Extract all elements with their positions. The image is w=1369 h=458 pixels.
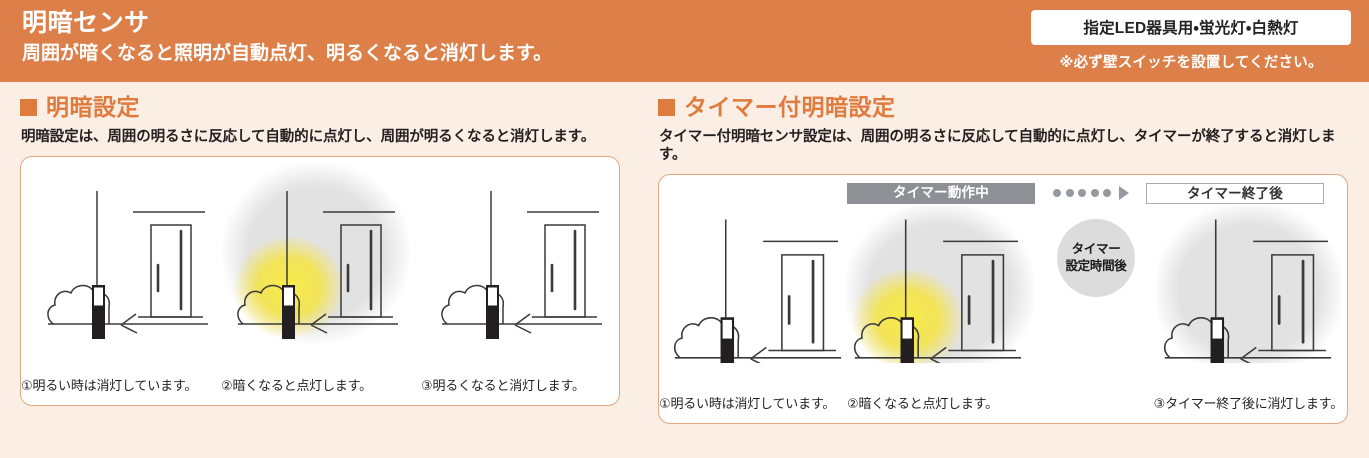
illustration-panel-left: ①明るい時は消灯しています。 (20, 156, 620, 407)
compatibility-badge: 指定LED器具用・蛍光灯・白熱灯 (1031, 10, 1351, 45)
illustration-house-lamp-night-off (1157, 205, 1341, 364)
illustration-panel-right: タイマー動作中 タイマー終了後 タイマー 設定時間後 (658, 174, 1348, 425)
section-title-right: タイマー付明暗設定 (684, 94, 896, 120)
scene-night-on: ②暗くなると点灯します。 (847, 175, 1039, 423)
scene-art-day-off-2 (427, 157, 617, 345)
scene-art-night-off (1157, 205, 1347, 364)
lamp-window (93, 286, 104, 307)
scene-day-off-again: ③明るくなると消灯します。 (421, 157, 617, 405)
bollard-lamp-on (282, 285, 295, 340)
section-timer-brightness-setting: タイマー付明暗設定 タイマー付明暗センサ設定は、周囲の明るさに反応して自動的に点… (640, 82, 1369, 458)
timer-badge-line1: タイマー (1071, 242, 1121, 257)
page-header: 明暗センサ 周囲が暗くなると照明が自動点灯、明るくなると消灯します。 指定LED… (0, 0, 1369, 82)
scene-caption: ②暗くなると点灯します。 (847, 396, 998, 412)
scene-caption: ①明るい時は消灯しています。 (659, 396, 836, 412)
scene-caption: ③タイマー終了後に消灯します。 (1153, 396, 1344, 412)
wall-switch-note: ※必ず壁スイッチを設置してください。 (1059, 55, 1323, 71)
bollard-lamp-off (1210, 317, 1225, 364)
page-subtitle: 周囲が暗くなると照明が自動点灯、明るくなると消灯します。 (22, 43, 553, 65)
scene-art-night-on (223, 157, 421, 345)
scene-art-day-off (669, 205, 847, 364)
bollard-lamp-off (92, 285, 105, 340)
illustration-house-lamp-2 (441, 191, 602, 340)
lamp-window-lit (901, 319, 913, 340)
section-description-right: タイマー付明暗センサ設定は、周囲の明るさに反応して自動的に点灯し、タイマーが終了… (659, 129, 1336, 164)
scene-row-right: ①明るい時は消灯しています。 (659, 175, 1347, 423)
page-title: 明暗センサ (22, 9, 150, 37)
path-arrow (1240, 347, 1257, 364)
scene-day-off: ①明るい時は消灯しています。 (21, 157, 221, 405)
scene-art-day-off (33, 157, 221, 345)
night-backdrop (1157, 205, 1341, 364)
scene-day-off: ①明るい時は消灯しています。 (659, 175, 847, 423)
timer-gap-spacer (1039, 175, 1157, 423)
scene-row-left: ①明るい時は消灯しています。 (21, 157, 619, 405)
path-arrow (750, 347, 767, 364)
scene-caption: ①明るい時は消灯しています。 (21, 378, 198, 394)
lamp-window-lit (283, 286, 294, 307)
path-arrow (514, 313, 532, 334)
illustration-house-lamp (47, 191, 208, 340)
path-arrow (120, 313, 138, 334)
lamp-window (721, 319, 734, 340)
section-heading-right: タイマー付明暗設定 (658, 96, 1349, 119)
scene-night-on: ②暗くなると点灯します。 (221, 157, 421, 405)
scene-caption: ②暗くなると点灯します。 (221, 378, 372, 394)
section-title-left: 明暗設定 (46, 94, 140, 120)
square-marker-icon (658, 99, 675, 116)
section-heading-left: 明暗設定 (20, 96, 626, 119)
path-arrow (310, 313, 328, 334)
lamp-glow (851, 267, 964, 364)
timer-duration-badge: タイマー 設定時間後 (1057, 219, 1135, 298)
bollard-lamp-off (720, 317, 735, 364)
bollard-lamp-off-2 (486, 285, 499, 340)
section-brightness-setting: 明暗設定 明暗設定は、周囲の明るさに反応して自動的に点灯し、周囲が明るくなると消… (0, 82, 640, 458)
content-columns: 明暗設定 明暗設定は、周囲の明るさに反応して自動的に点灯し、周囲が明るくなると消… (0, 82, 1369, 458)
section-description-left: 明暗設定は、周囲の明るさに反応して自動的に点灯し、周囲が明るくなると消灯します。 (21, 129, 596, 145)
square-marker-icon (20, 99, 37, 116)
timer-badge-line2: 設定時間後 (1065, 259, 1127, 274)
illustration-house-lamp-lit (847, 205, 1033, 364)
scene-caption: ③明るくなると消灯します。 (421, 378, 585, 394)
header-badge-group: 指定LED器具用・蛍光灯・白熱灯 ※必ず壁スイッチを設置してください。 (1031, 10, 1351, 72)
lamp-window (1211, 319, 1224, 340)
bollard-lamp-on (900, 317, 915, 364)
scene-art-night-on (847, 205, 1039, 364)
illustration-house-lamp-lit (223, 163, 409, 344)
scene-night-off: ③タイマー終了後に消灯します。 (1153, 175, 1347, 423)
illustration-house-lamp (674, 219, 842, 364)
lamp-window (487, 286, 498, 307)
path-arrow (930, 347, 947, 364)
